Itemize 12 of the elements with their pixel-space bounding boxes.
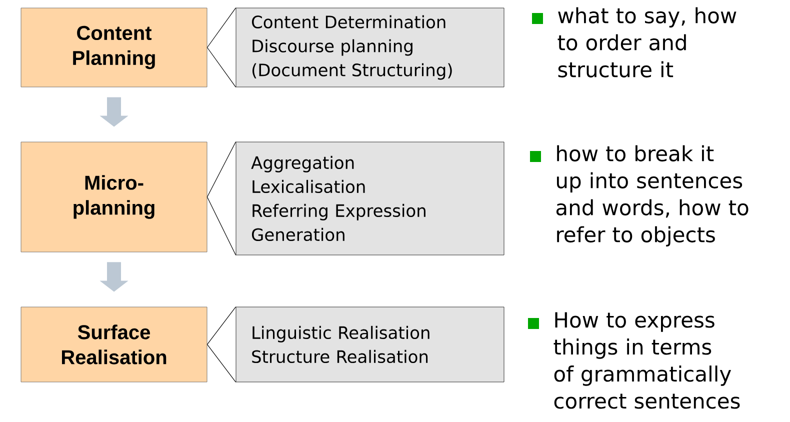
stage-box: Micro-planning [20, 142, 208, 252]
callout-pointer [206, 141, 236, 256]
task-box: Linguistic Realisation Structure Realisation [236, 306, 504, 382]
task-box: Aggregation Lexicalisation Referring Expression Generation [236, 142, 504, 256]
note-text: what to say, how to order and structure it [558, 7, 736, 78]
callout-pointer [206, 306, 236, 382]
callout-pointer [206, 8, 236, 88]
stage-box: Surface Realisation [20, 306, 208, 382]
task-box: Content Determination Discourse planning (Document Structuring) [236, 8, 504, 88]
note-text: how to break it up into sentences and words, how to refer to objects [556, 145, 748, 247]
stage-box: Content Planning [20, 8, 208, 88]
note-text: How to express things in terms of grammatically correct sentences [554, 312, 740, 409]
